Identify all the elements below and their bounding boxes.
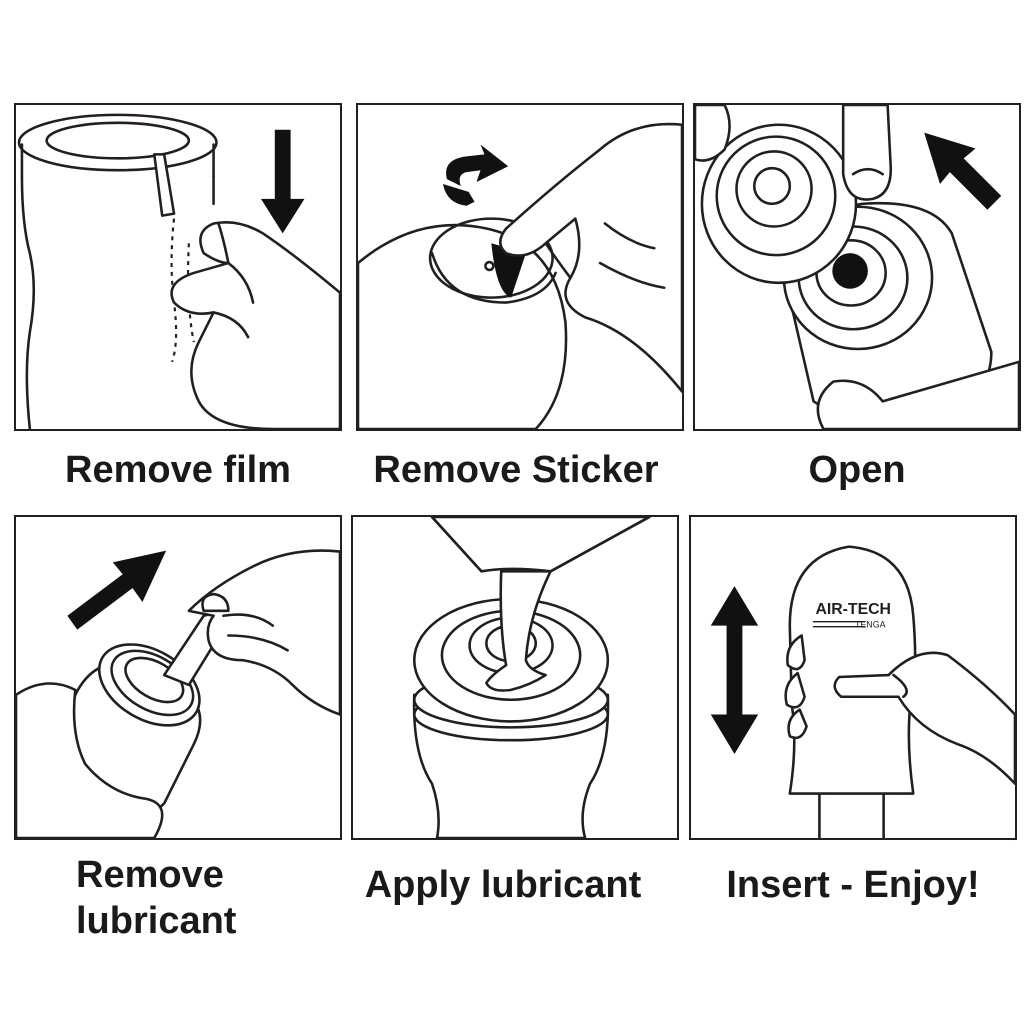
step-6-panel: AIR-TECH TENGA — [689, 515, 1017, 840]
sticker-peel-illustration — [358, 122, 682, 429]
step-5-caption: Apply lubricant — [364, 864, 642, 906]
step-3-caption: Open — [808, 449, 906, 491]
step-3-panel — [693, 103, 1021, 431]
product-brand-text: AIR-TECH — [815, 601, 890, 618]
step-4-panel — [14, 515, 342, 840]
lubricant-pull-illustration — [16, 549, 340, 838]
film-peel-illustration — [17, 113, 340, 429]
product-in-hand-illustration: AIR-TECH TENGA — [710, 545, 1015, 838]
cap-open-illustration — [695, 105, 1019, 429]
step-6-caption: Insert - Enjoy! — [726, 864, 980, 906]
lubricant-pour-illustration — [412, 517, 651, 838]
step-2-panel — [356, 103, 684, 431]
step-2-caption: Remove Sticker — [373, 449, 659, 491]
step-4-caption: Remove lubricant — [76, 852, 336, 944]
step-4-caption-line2: lubricant — [76, 900, 237, 942]
step-1-caption: Remove film — [65, 449, 291, 491]
product-maker-text: TENGA — [855, 620, 886, 630]
step-5-panel — [351, 515, 679, 840]
step-1-panel — [14, 103, 342, 431]
step-4-caption-line1: Remove — [76, 854, 224, 896]
